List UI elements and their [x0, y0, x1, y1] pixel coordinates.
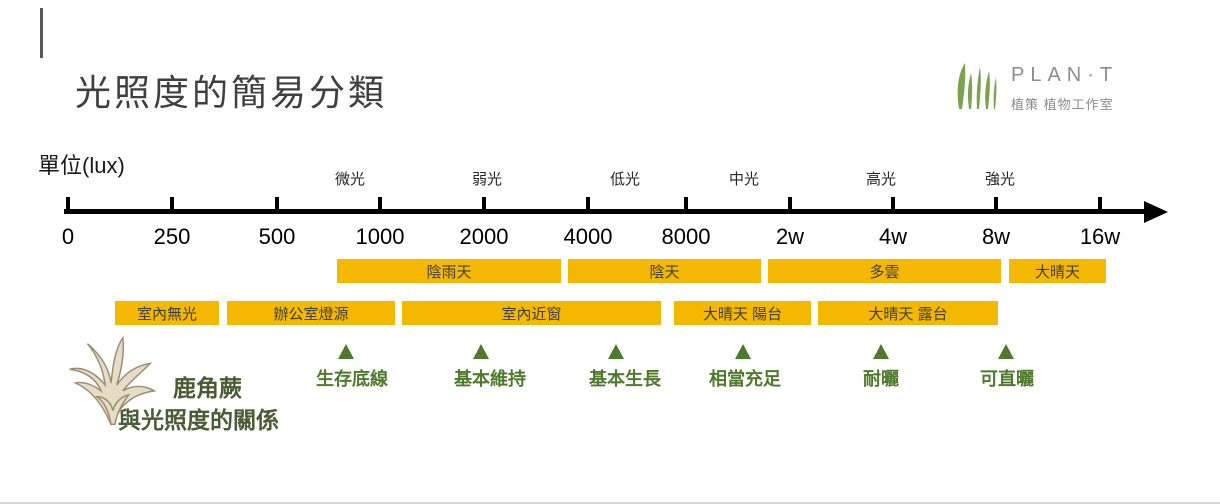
light-level-label: 低光 [609, 171, 641, 188]
triangle-marker-icon [735, 344, 751, 359]
brand-text-block: PLAN·T 植策 植物工作室 [1011, 60, 1118, 113]
tick-label-16w: 16w [1079, 224, 1121, 249]
plant-logo-icon [957, 63, 997, 109]
staghorn-fern-illustration [69, 335, 157, 426]
tick-label-4000: 4000 [563, 224, 613, 249]
tick-mark [170, 197, 174, 209]
tick-mark [891, 197, 895, 209]
environment-bar: 室內近窗 [402, 301, 661, 325]
tick-mark [275, 197, 279, 209]
tick-mark [994, 197, 998, 209]
light-level-label: 微光 [334, 171, 366, 188]
weather-bar: 陰天 [568, 259, 761, 283]
triangle-marker-icon [873, 344, 889, 359]
tick-mark [482, 197, 486, 209]
tick-label-8w: 8w [981, 224, 1011, 249]
axis-arrowhead-icon [1144, 201, 1168, 223]
title-accent-line [40, 8, 43, 58]
marker-label: 基本生長 [589, 369, 661, 389]
marker-label: 基本維持 [454, 369, 526, 389]
brand-logo: PLAN·T 植策 植物工作室 [953, 60, 1118, 113]
environment-bar: 大晴天 陽台 [674, 301, 811, 325]
brand-subtitle: 植策 植物工作室 [1011, 97, 1114, 112]
marker-label: 生存底線 [316, 369, 388, 389]
tick-label-0: 0 [61, 224, 75, 249]
tick-mark [788, 197, 792, 209]
marker-label: 可直曬 [980, 369, 1034, 389]
fern-title-line1: 鹿角蕨 [173, 375, 242, 401]
marker-label: 耐曬 [863, 369, 899, 389]
page-title: 光照度的簡易分類 [75, 72, 388, 113]
brand-name: PLAN·T [1011, 64, 1119, 86]
tick-mark [378, 197, 382, 209]
tick-mark [66, 197, 70, 209]
environment-bar: 辦公室燈源 [227, 301, 395, 325]
light-level-label: 高光 [865, 171, 897, 188]
triangle-marker-icon [608, 344, 624, 359]
environment-bar: 室內無光 [115, 301, 219, 325]
marker-label: 相當充足 [709, 369, 781, 389]
triangle-marker-icon [998, 344, 1014, 359]
axis-line [64, 209, 1150, 214]
weather-bar: 陰雨天 [337, 259, 561, 283]
triangle-marker-icon [473, 344, 489, 359]
tick-label-500: 500 [258, 224, 296, 249]
weather-bar: 大晴天 [1009, 259, 1106, 283]
light-level-label: 弱光 [471, 171, 503, 188]
tick-label-250: 250 [153, 224, 191, 249]
environment-bar: 大晴天 露台 [818, 301, 998, 325]
light-level-label: 中光 [728, 171, 760, 188]
tick-mark [586, 197, 590, 209]
weather-bar: 多雲 [768, 259, 1001, 283]
tick-label-4w: 4w [878, 224, 908, 249]
tick-label-2w: 2w [775, 224, 805, 249]
fern-title-line2: 與光照度的關係 [118, 407, 279, 433]
tick-label-8000: 8000 [661, 224, 711, 249]
tick-label-1000: 1000 [355, 224, 405, 249]
triangle-marker-icon [338, 344, 354, 359]
tick-mark [1098, 197, 1102, 209]
light-level-label: 強光 [984, 171, 1016, 188]
tick-mark [684, 197, 688, 209]
axis-unit-label: 單位(lux) [38, 153, 125, 178]
tick-label-2000: 2000 [459, 224, 509, 249]
